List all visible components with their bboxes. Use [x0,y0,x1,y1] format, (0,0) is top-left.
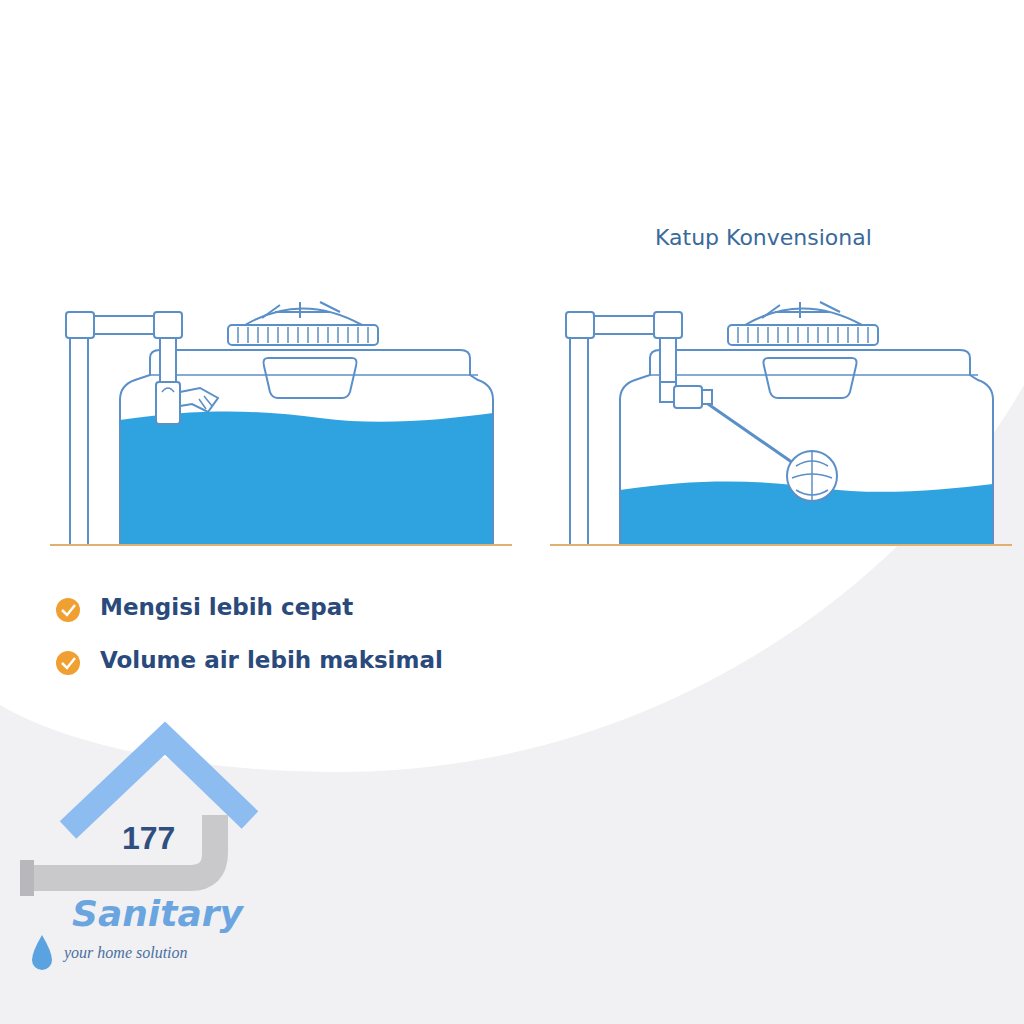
benefit-text: Volume air lebih maksimal [100,647,443,673]
benefit-text: Mengisi lebih cepat [100,594,353,620]
logo-name: Sanitary [72,893,243,934]
logo-tagline: your home solution [64,944,188,962]
logo-number: 177 [122,820,175,857]
heading-label: Katup Konvensional [655,225,872,250]
